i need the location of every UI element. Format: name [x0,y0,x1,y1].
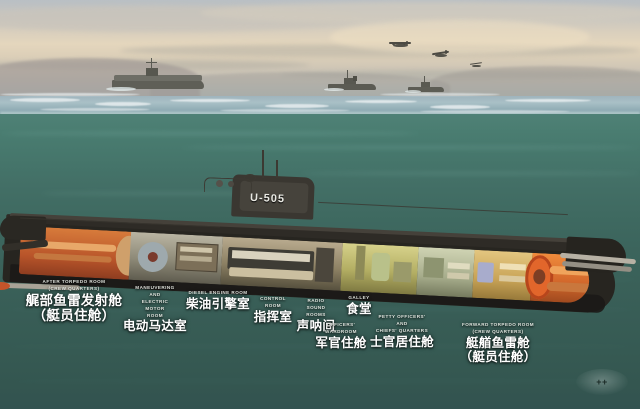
destroyer-mast [347,70,349,79]
label-control-room: CONTROL ROOM 指挥室 [232,296,314,324]
label-radio-sound-rooms-en: RADIO SOUND ROOMS [306,298,326,317]
deck-rail-forward [318,201,568,216]
destroyer-bow-wave [324,88,344,91]
label-after-torpedo-room-cn: 艉部鱼雷发射舱 （艇员住舱） [25,292,123,323]
plane-tail [406,40,408,45]
periscope-mast [262,150,264,178]
helm-station [392,261,412,283]
destroyer-superstructure [344,78,356,84]
plane-engine-right [403,41,406,46]
water-streak [300,172,640,175]
whitecap [265,104,329,108]
water-streak [0,132,420,135]
engine-exhaust [314,247,335,283]
destroyer-hull [408,87,444,92]
aa-gun [216,180,223,187]
plane-fuselage [472,64,481,67]
patrol-plane-1 [389,40,411,50]
radio-console [423,257,445,279]
dfloop-antenna [244,174,256,182]
submarine-u505: U-505 [0,150,640,337]
whitecap [380,93,500,96]
water-streak [0,308,640,311]
carrier-island [146,68,158,76]
label-forward-torpedo-room: FORWARD TORPEDO ROOM (CREW QUARTERS) 艇艏鱼… [434,322,562,364]
water-streak [0,160,300,163]
label-forward-torpedo-room-en: FORWARD TORPEDO ROOM (CREW QUARTERS) [461,322,535,334]
patrol-plane-3 [469,62,483,69]
destroyer-mast [424,76,426,83]
label-petty-officers-quarters-en: PETTY OFFICERS' AND CHIEFS' QUARTERS [375,314,429,333]
whitecap [220,109,350,112]
label-forward-torpedo-room-cn: 艇艏鱼雷舱 （艇员住舱） [459,335,537,364]
quarters-bunk [499,275,526,283]
plane-wing [389,42,411,45]
label-officers-wardroom-cn: 军官住舱 [315,335,367,350]
plane-fuselage [435,53,447,57]
label-control-room-cn: 指挥室 [253,309,293,324]
plane-tail [445,50,447,54]
plane-engine-left [392,41,395,46]
label-electric-motor-room: MANEUVERING AND ELECTRIC MOTOR ROOM 电动马达… [100,285,210,333]
label-officers-wardroom: OFFICERS' WARDROOM 军官住舱 [302,322,380,350]
wardroom-bunk [447,262,470,270]
label-electric-motor-room-cn: 电动马达室 [122,319,187,334]
periscope-well [354,245,366,281]
label-diesel-engine-room-cn: 柴油引擎室 [185,296,250,311]
destroyer-1 [324,70,376,92]
patrol-plane-2 [431,50,450,59]
water-streak [0,380,640,383]
water-streak [0,345,640,348]
destroyer-hull [328,84,376,90]
destroyer-2 [405,76,444,94]
label-diesel-engine-room-en: DIESEL ENGINE ROOM [188,290,248,295]
whitecap [40,108,150,111]
label-galley-en: GALLEY [348,295,370,300]
whitecap [505,99,591,102]
cloud-band-2 [200,2,640,24]
aa-gun [228,181,234,187]
label-after-torpedo-room-en: AFTER TORPEDO ROOM (CREW QUARTERS) [42,279,106,291]
label-radio-sound-rooms: RADIO SOUND ROOMS 声呐间 [282,298,350,333]
whitecap [345,100,417,103]
carrier-yardarm [146,62,157,63]
galley-stove [476,261,494,283]
watermark: ++ [576,369,628,395]
carrier-flight-deck [114,75,202,81]
whitecap [430,105,490,109]
water-streak [180,146,640,149]
label-petty-officers-quarters: PETTY OFFICERS' AND CHIEFS' QUARTERS 士官居… [352,314,452,349]
label-officers-wardroom-en: OFFICERS' WARDROOM [325,322,357,334]
label-galley-cn: 食堂 [346,301,372,316]
conning-tower-hull-number: U-505 [249,191,286,206]
label-galley: GALLEY 食堂 [330,295,388,316]
label-diesel-engine-room: DIESEL ENGINE ROOM 柴油引擎室 [160,290,276,311]
radio-mast [276,160,278,178]
label-radio-sound-rooms-cn: 声呐间 [296,318,336,333]
destroyer-bow-wave [405,90,421,93]
label-petty-officers-quarters-cn: 士官居住舱 [369,334,434,349]
stern-torpedo-warhead [0,282,10,290]
destroyer-funnel [353,76,357,81]
whitecap [10,98,80,102]
label-after-torpedo-room: AFTER TORPEDO ROOM (CREW QUARTERS) 艉部鱼雷发… [10,279,138,323]
whitecap [420,110,570,113]
aircraft-carrier [106,58,204,92]
carrier-mast [151,58,153,69]
wardroom-bunk [447,272,470,280]
water-streak [40,192,300,195]
whitecap [0,93,140,96]
whitecap [95,102,151,106]
whitecap [170,99,250,102]
quarters-bunk [499,263,526,271]
plane-fuselage [393,44,408,48]
label-electric-motor-room-en: MANEUVERING AND ELECTRIC MOTOR ROOM [135,285,175,318]
cloud-band-5 [280,70,640,79]
label-control-room-en: CONTROL ROOM [260,296,286,308]
destroyer-superstructure [421,82,430,87]
control-room-tank [370,252,391,282]
carrier-bow-wave [106,87,136,91]
carrier-hull [112,80,204,89]
cloud-glow [330,20,590,54]
